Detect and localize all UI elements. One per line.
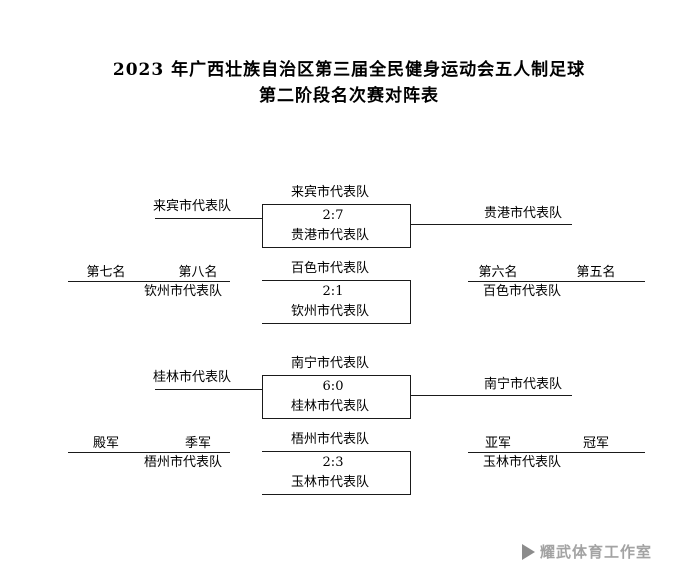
bracket-line <box>410 395 572 396</box>
placed-team: 玉林市代表队 <box>482 455 562 470</box>
match-team: 贵港市代表队 <box>290 228 370 243</box>
match-team: 钦州市代表队 <box>290 304 370 319</box>
placement-label: 季军 <box>184 436 212 451</box>
placement-line <box>68 452 230 453</box>
match-score: 2:3 <box>322 455 344 470</box>
bracket-upper: 来宾市代表队 2:7 贵港市代表队 贵港市代表队 来宾市代表队 百色市代表队 2… <box>0 183 698 348</box>
placement-label: 第七名 <box>86 265 126 280</box>
placed-team: 梧州市代表队 <box>143 455 223 470</box>
title-line-1: 2023 年广西壮族自治区第三届全民健身运动会五人制足球 <box>112 60 586 80</box>
placement-label: 殿军 <box>92 436 120 451</box>
bracket-line <box>262 375 410 376</box>
bracket-line <box>262 451 410 452</box>
bracket-line <box>262 494 410 495</box>
match-team: 玉林市代表队 <box>290 475 370 490</box>
placement-label: 第八名 <box>178 265 218 280</box>
placement-line <box>468 281 645 282</box>
match-team: 百色市代表队 <box>290 261 370 276</box>
bracket-connector <box>410 451 411 495</box>
advancing-team: 贵港市代表队 <box>483 206 563 221</box>
bracket-line <box>262 204 410 205</box>
bracket-line <box>410 224 572 225</box>
bracket-connector <box>410 280 411 324</box>
watermark-logo-icon <box>522 543 535 560</box>
bracket-line <box>262 247 410 248</box>
advancing-team: 桂林市代表队 <box>152 370 232 385</box>
bracket-connector <box>410 375 411 419</box>
bracket-line <box>262 418 410 419</box>
bracket-line <box>155 389 262 390</box>
bracket-connector <box>262 375 263 419</box>
placed-team: 钦州市代表队 <box>143 284 223 299</box>
advancing-team: 南宁市代表队 <box>483 377 563 392</box>
match-team: 南宁市代表队 <box>290 356 370 371</box>
bracket-line <box>262 280 410 281</box>
match-score: 6:0 <box>322 379 344 394</box>
bracket-connector <box>262 204 263 248</box>
placement-label: 第五名 <box>576 265 616 280</box>
placement-line <box>68 281 230 282</box>
placement-line <box>468 452 645 453</box>
placement-label: 亚军 <box>484 436 512 451</box>
bracket-connector <box>410 204 411 248</box>
title-line-2: 第二阶段名次赛对阵表 <box>259 86 439 106</box>
watermark-text: 耀武体育工作室 <box>540 543 653 561</box>
match-score: 2:1 <box>322 284 344 299</box>
watermark: 耀武体育工作室 <box>522 541 652 562</box>
placed-team: 百色市代表队 <box>482 284 562 299</box>
match-team: 来宾市代表队 <box>290 185 370 200</box>
page-title: 2023 年广西壮族自治区第三届全民健身运动会五人制足球 第二阶段名次赛对阵表 <box>0 57 698 109</box>
bracket-line <box>262 323 410 324</box>
match-team: 桂林市代表队 <box>290 399 370 414</box>
match-team: 梧州市代表队 <box>290 432 370 447</box>
advancing-team: 来宾市代表队 <box>152 199 232 214</box>
placement-label: 冠军 <box>582 436 610 451</box>
bracket-line <box>155 218 262 219</box>
bracket-lower: 南宁市代表队 6:0 桂林市代表队 南宁市代表队 桂林市代表队 梧州市代表队 2… <box>0 354 698 519</box>
placement-label: 第六名 <box>478 265 518 280</box>
match-score: 2:7 <box>322 208 344 223</box>
